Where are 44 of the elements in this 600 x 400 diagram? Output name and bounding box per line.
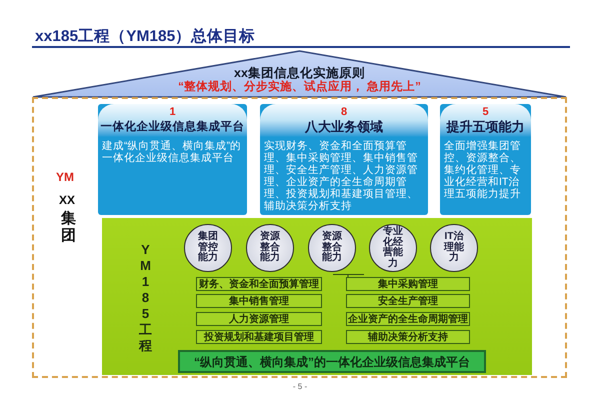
info-panel [98,104,247,215]
capability-label: 集团管控能力 [197,232,219,264]
module-label: 集中采购管理 [378,278,438,290]
panel-text: 实现财务、资金和全面预算管理、集中采购管理、集中销售管理、安全生产管理、人力资源管理、企业资产的全生命周期管理、投资规划和基建项目管理、辅助决策分析支持 [263,139,419,212]
info-panel [440,104,531,215]
module-row [196,312,322,326]
module-row [346,330,470,344]
info-panel [260,104,428,215]
platform-banner [178,350,486,373]
panel-number: 1 [169,106,176,119]
module-label: 投资规划和基建项目管理 [204,332,314,342]
capability-label: 专业化经营能力 [382,227,404,269]
page-number: - 5 - [292,382,308,392]
side-code: YM [56,171,74,184]
panel-heading: 八大业务领域 [305,119,383,135]
panel-heading: 一体化企业级信息集成平台 [100,119,244,135]
side-title: 集团 [61,211,76,244]
module-label: 财务、资金和全面预算管理 [199,278,319,290]
module-label: 集中销售管理 [229,296,289,306]
module-row [196,294,322,308]
module-label: 安全生产管理 [378,296,438,306]
module-row [346,277,470,291]
roof-slogan: “整体规划、分步实施、试点应用， 急用先上” [178,81,421,94]
module-label: 人力资源管理 [229,314,289,324]
house-frame [32,97,567,378]
panel-number: 5 [482,106,489,119]
banner-text: “纵向贯通、横向集成”的一体化企业级信息集成平台 [194,354,470,368]
module-row [196,277,322,291]
project-panel [102,218,532,375]
roof-heading: xx集团信息化实施原则 [234,66,365,80]
capability-label: 资源整合能力 [259,232,281,264]
capability-label: 资源整合能力 [321,232,343,264]
panel-text: 全面增强集团管控、资源整合、集约化管理、专业化经营和IT治理五项能力提升 [443,139,522,200]
page-title: xx185工程（YM185）总体目标 [35,28,256,46]
panel-heading: 提升五项能力 [446,119,524,135]
panel-number: 8 [340,106,348,119]
vertical-title: YM185工程 [139,242,152,354]
capability-label: IT治理能力 [443,232,465,264]
module-label: 辅助决策分析支持 [368,332,448,342]
module-row [346,294,470,308]
panel-text: 建成“纵向贯通、横向集成”的一体化企业级信息集成平台 [101,139,242,164]
side-label: XX [59,194,76,207]
module-row [196,330,322,344]
module-label: 企业资产的全生命周期管理 [348,314,468,324]
